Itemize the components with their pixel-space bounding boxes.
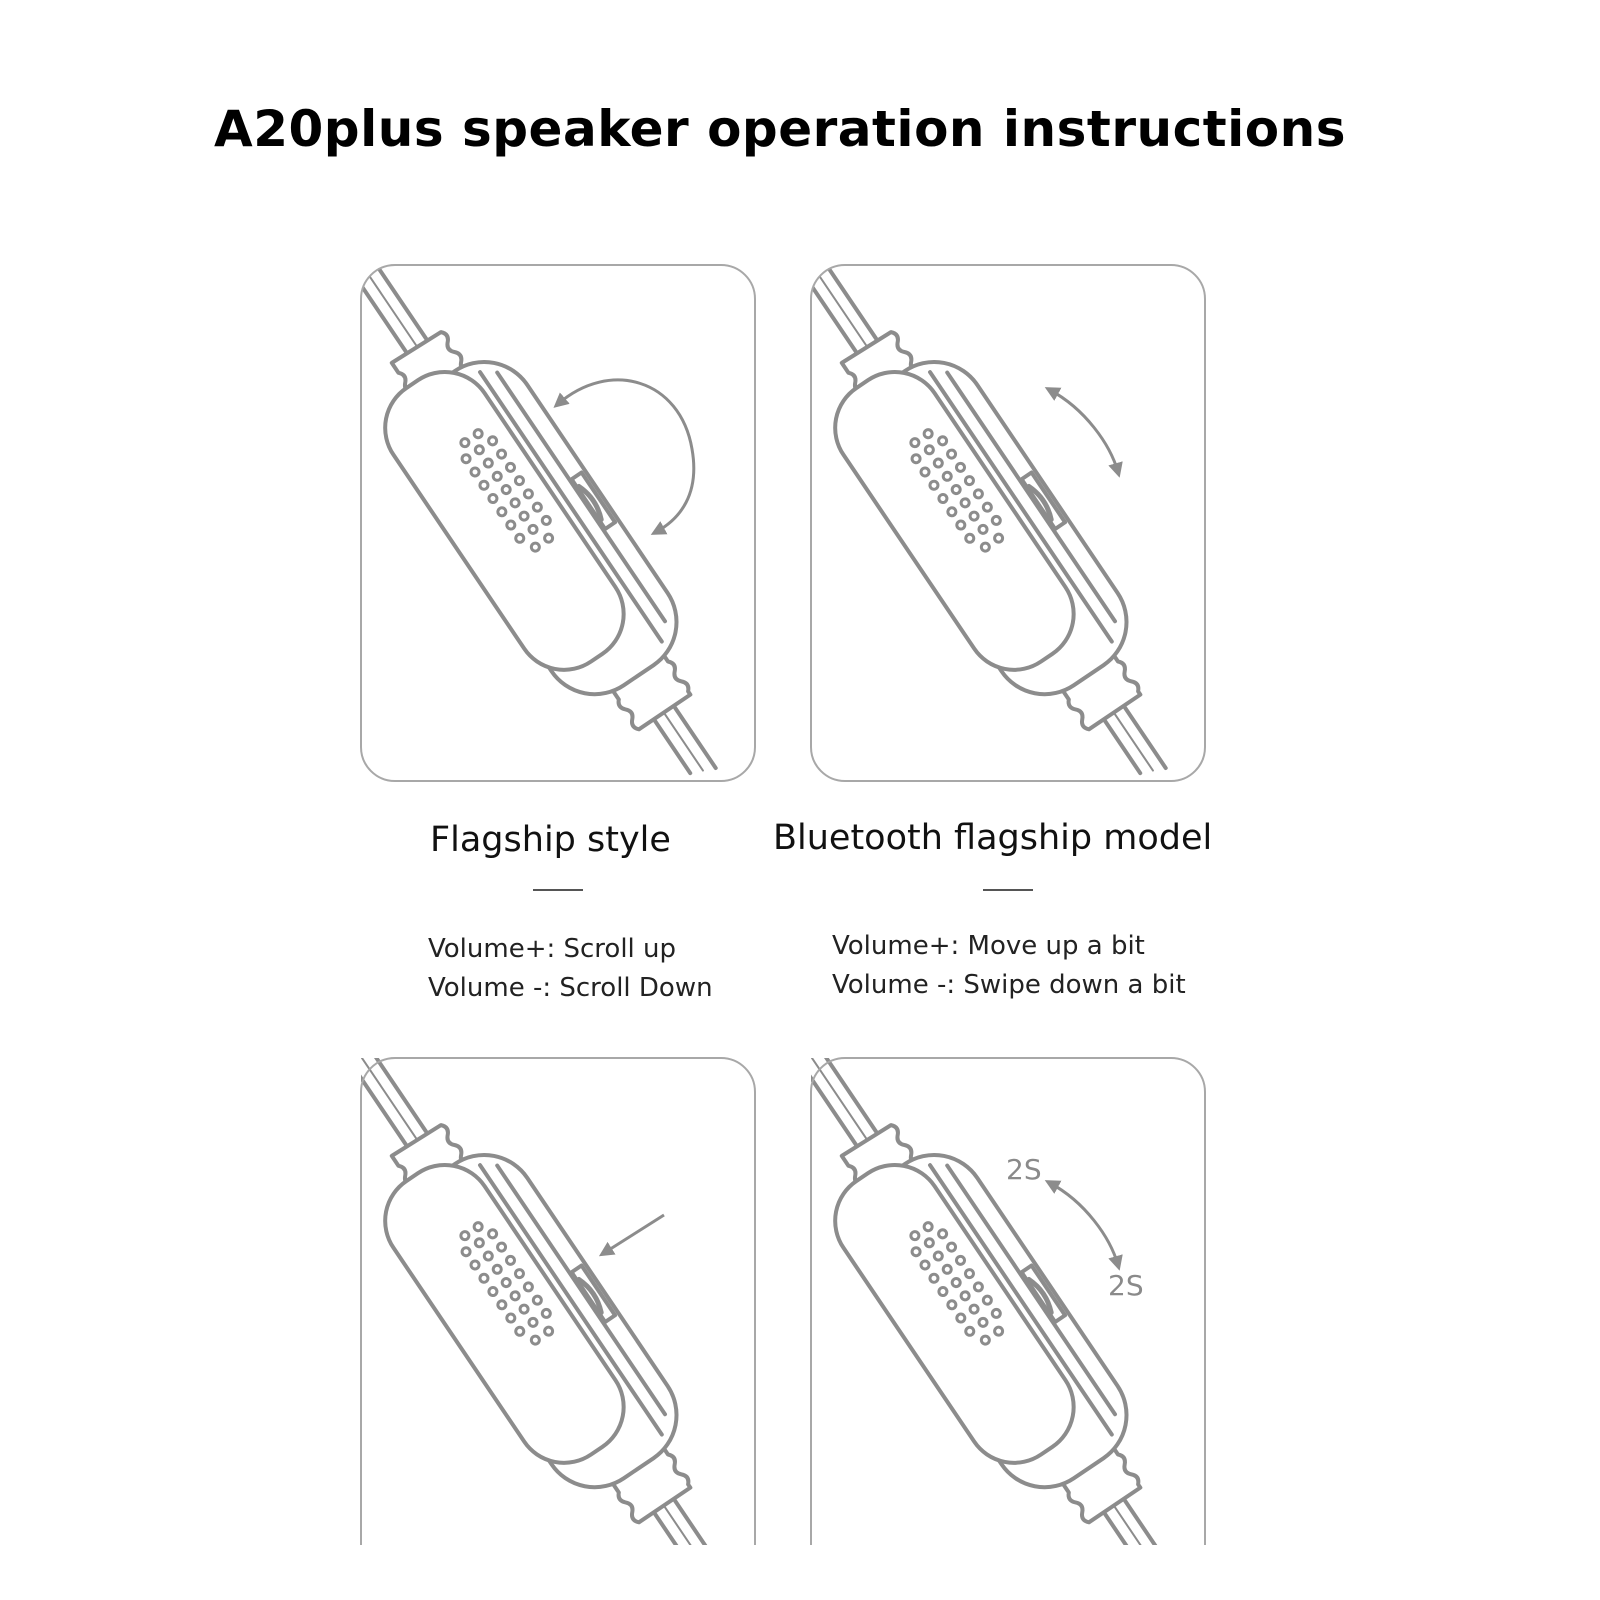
- bluetooth-instructions: Volume+: Move up a bit Volume -: Swipe d…: [832, 927, 1186, 1005]
- page-title: A20plus speaker operation instructions: [214, 100, 1346, 158]
- speaker-controller-icon: [360, 1057, 756, 1545]
- bluetooth-hold-illustration: 2S 2S: [810, 1057, 1206, 1545]
- section-heading-bluetooth: Bluetooth flagship model: [773, 818, 1213, 858]
- flagship-instructions: Volume+: Scroll up Volume -: Scroll Down: [428, 930, 713, 1008]
- divider: [533, 889, 583, 891]
- volume-down-instruction: Volume -: Swipe down a bit: [832, 970, 1186, 1000]
- hold-duration-label: 2S: [1006, 1153, 1042, 1186]
- volume-up-instruction: Volume+: Scroll up: [428, 934, 677, 964]
- bluetooth-slide-illustration: [810, 264, 1206, 782]
- press-arrow-icon: [598, 1213, 665, 1257]
- flagship-scroll-illustration: [360, 264, 756, 782]
- divider: [983, 889, 1033, 891]
- flagship-press-illustration: [360, 1057, 756, 1545]
- slide-arc-arrow-icon: [1044, 387, 1123, 478]
- hold-duration-label: 2S: [1108, 1269, 1144, 1302]
- speaker-controller-icon: [360, 264, 756, 782]
- section-heading-flagship: Flagship style: [430, 820, 671, 860]
- volume-down-instruction: Volume -: Scroll Down: [428, 973, 713, 1003]
- speaker-controller-icon: [810, 1057, 1206, 1545]
- scroll-arc-arrow-icon: [553, 378, 696, 535]
- hold-arc-arrow-icon: [1044, 1180, 1123, 1271]
- volume-up-instruction: Volume+: Move up a bit: [832, 931, 1145, 961]
- speaker-controller-icon: [810, 264, 1206, 782]
